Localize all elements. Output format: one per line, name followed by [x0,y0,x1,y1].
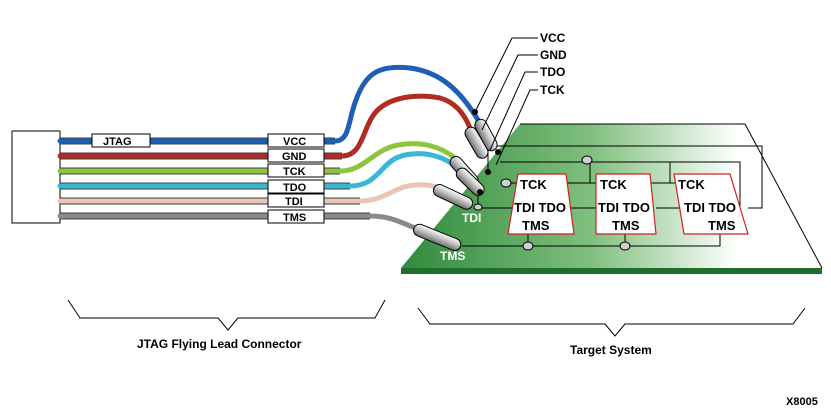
trace-junctions [473,155,631,251]
chip-2-tms: TMS [612,218,640,233]
chip-3-tck: TCK [678,177,705,192]
probe-tips [472,109,501,195]
wire-tag-tdo: TDO [283,182,307,194]
wire-tck [57,141,458,174]
chip-3: TCK TDI TDO TMS [673,173,749,235]
target-board-edge [401,268,822,274]
chip-2: TCK TDI TDO TMS [595,173,657,235]
wire-tag-tms: TMS [283,212,306,224]
wire-tag-gnd: GND [282,151,307,163]
jtag-tag [91,133,151,148]
wire-tag-vcc: VCC [283,136,306,148]
callout-tck: TCK [540,83,565,97]
figure-id: X8005 [786,396,818,408]
connector-body [11,130,61,224]
chip-2-tck: TCK [600,177,627,192]
probe-tdi [432,184,474,210]
chip-3-tms: TMS [708,218,736,233]
chip-2-tdi-tdo: TDI TDO [598,200,650,215]
probe-label-tms: TMS [440,249,465,263]
chip-3-tdi-tdo: TDI TDO [684,200,736,215]
wire-tdo [57,151,463,189]
callout-tdo: TDO [540,65,565,79]
wire-tag-tck: TCK [283,166,306,178]
callout-gnd: GND [540,48,567,62]
callout-vcc: VCC [540,31,566,45]
wire-tags: VCC GND TCK TDO TDI TMS [267,133,325,224]
chip-1-tck: TCK [520,177,547,192]
wire-tms [57,213,418,231]
wire-gnd [57,93,473,159]
chip-1-tms: TMS [522,218,550,233]
connector-caption: JTAG Flying Lead Connector [137,337,302,351]
wire-vcc [57,64,481,144]
probe-gnd [464,126,489,159]
target-caption: Target System [570,343,652,357]
chip-1-tdi-tdo: TDI TDO [514,200,566,215]
probes [413,118,498,251]
target-brace [417,307,806,337]
callout-lines [474,37,538,166]
wire-tag-tdi: TDI [285,196,303,208]
board-side-edge [744,123,823,269]
connector-brace [67,299,386,331]
jtag-tag-label: JTAG [103,136,132,148]
probe-label-tdi: TDI [462,211,481,225]
chip-1: TCK TDI TDO TMS [507,173,575,235]
probe-tms [413,223,462,251]
